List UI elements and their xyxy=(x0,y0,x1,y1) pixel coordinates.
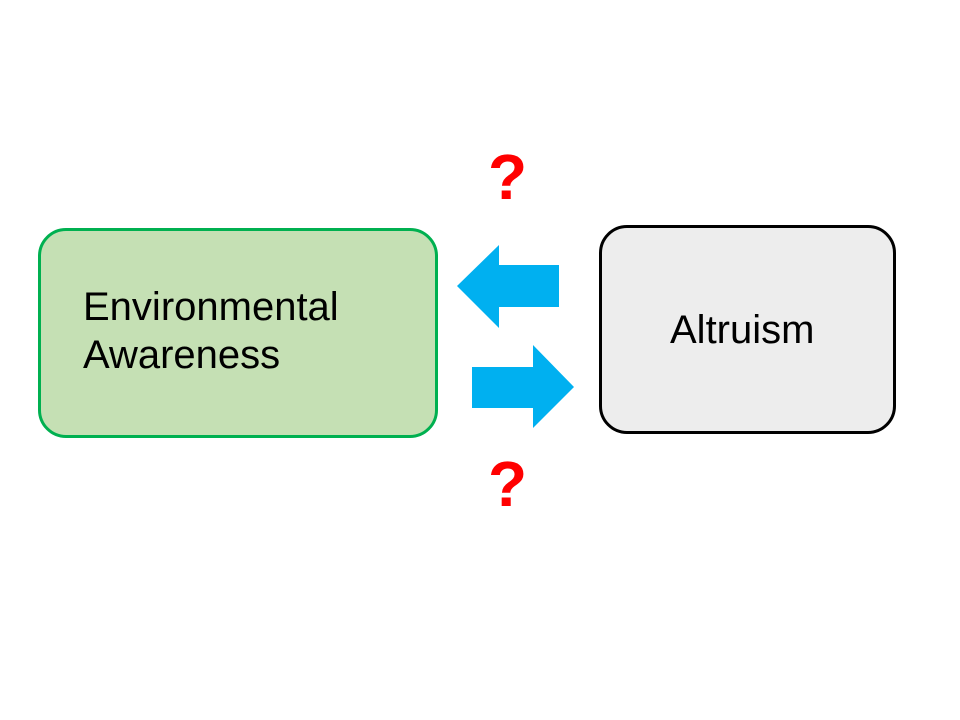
left-arrow-icon xyxy=(457,245,559,328)
environmental-awareness-node: Environmental Awareness xyxy=(38,228,438,438)
question-mark-top: ? xyxy=(488,141,528,213)
altruism-node: Altruism xyxy=(599,225,896,434)
environmental-awareness-label: Environmental Awareness xyxy=(83,283,339,379)
altruism-label: Altruism xyxy=(670,308,815,352)
label-line-1: Environmental xyxy=(83,285,339,329)
question-mark-bottom: ? xyxy=(488,448,528,520)
right-arrow-icon xyxy=(472,345,574,428)
label-line-2: Awareness xyxy=(83,333,281,377)
